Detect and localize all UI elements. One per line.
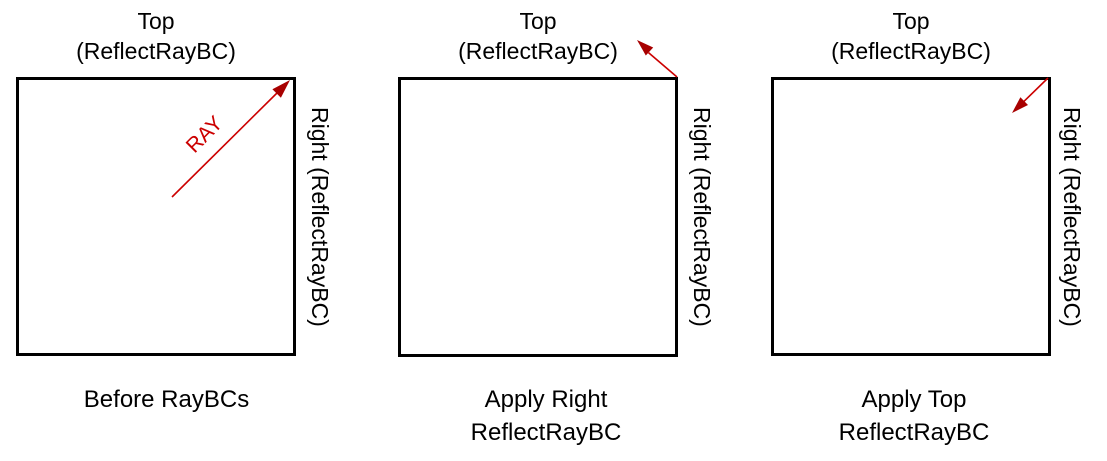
top-boundary-label-line1: Top: [519, 8, 557, 34]
right-boundary-label: Right (ReflectRayBC): [307, 106, 333, 327]
top-boundary-label-line2: (ReflectRayBC): [76, 38, 236, 64]
panel-caption-line2: ReflectRayBC: [470, 419, 622, 446]
panel-caption-line1: Before RayBCs: [83, 386, 250, 413]
right-boundary-label: Right (ReflectRayBC): [689, 107, 715, 327]
domain-box: [16, 77, 296, 356]
right-boundary-label: Right (ReflectRayBC): [1059, 106, 1085, 327]
top-boundary-label-line2: (ReflectRayBC): [458, 38, 618, 64]
top-boundary-label: Top (ReflectRayBC): [771, 6, 1051, 66]
top-boundary-label-line1: Top: [137, 8, 175, 34]
top-boundary-label: Top (ReflectRayBC): [398, 6, 678, 66]
domain-box: [771, 77, 1051, 356]
domain-box: [398, 77, 678, 357]
panel-caption-line1: Apply Right: [484, 386, 608, 413]
top-boundary-label-line2: (ReflectRayBC): [831, 38, 991, 64]
panel-caption: Apply Top ReflectRayBC: [771, 383, 1057, 449]
top-boundary-label-line1: Top: [892, 8, 930, 34]
top-boundary-label: Top (ReflectRayBC): [16, 6, 296, 66]
panel-caption: Apply Right ReflectRayBC: [398, 383, 694, 449]
panel-caption-line1: Apply Top: [861, 386, 967, 413]
panel-caption: Before RayBCs: [16, 383, 317, 416]
panel-caption-line2: ReflectRayBC: [838, 419, 990, 446]
